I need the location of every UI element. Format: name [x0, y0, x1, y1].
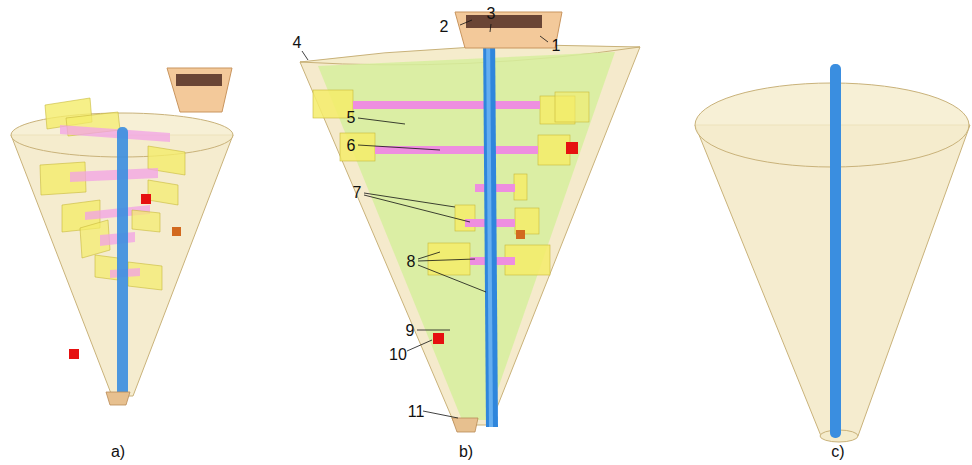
cone-a [11, 68, 233, 405]
callout-number: 11 [408, 404, 425, 420]
callout-number: 10 [389, 347, 407, 363]
leader-lines [302, 20, 548, 418]
cone-c [695, 64, 970, 442]
cone-b [300, 12, 640, 432]
panel-label: a) [111, 444, 125, 460]
callout-number: 1 [552, 38, 561, 54]
callout-number: 6 [347, 138, 356, 154]
callout-number: 4 [293, 35, 302, 51]
panel-label: c) [831, 444, 844, 460]
callout-number: 2 [440, 19, 449, 35]
callout-number: 5 [347, 110, 356, 126]
callout-number: 9 [406, 323, 415, 339]
panel-label: b) [459, 444, 473, 460]
callout-number: 3 [487, 6, 496, 22]
callout-number: 7 [353, 185, 362, 201]
callout-number: 8 [407, 254, 416, 270]
